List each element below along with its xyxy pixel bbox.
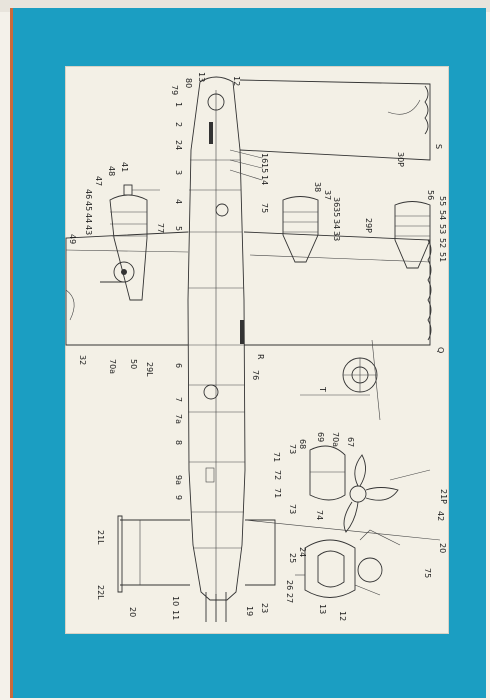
callout-c22l: 22L — [96, 585, 105, 600]
callout-c35: 35 — [332, 207, 341, 217]
callout-c3: 3 — [174, 170, 183, 175]
callout-cS: S — [434, 144, 443, 149]
main-wheel — [342, 339, 381, 421]
callout-c13b: 13 — [318, 604, 327, 614]
callout-c70b: 70a — [331, 432, 340, 447]
guide-lines — [229, 149, 441, 541]
callout-c26: 26 — [285, 580, 294, 590]
callout-c19: 19 — [245, 606, 254, 616]
callout-c12: 12 — [232, 76, 241, 86]
callout-c70a: 70a — [108, 359, 117, 374]
callout-c6: 6 — [174, 363, 183, 368]
callout-c25: 25 — [288, 553, 297, 563]
starboard-engine-outer — [394, 201, 431, 269]
callout-c53: 53 — [438, 224, 447, 234]
callout-c21l: 21L — [96, 530, 105, 545]
callout-c36: 36 — [332, 197, 341, 207]
callout-c68: 68 — [298, 439, 307, 449]
callout-c75a: 75 — [260, 203, 269, 213]
drawing-sheet — [65, 66, 449, 634]
callout-c37: 37 — [323, 190, 332, 200]
starboard-wing — [243, 231, 432, 346]
callout-labels: 1213807912241615143457577414847464544434… — [68, 72, 448, 621]
callout-c11: 11 — [171, 610, 180, 620]
callout-c49: 49 — [68, 234, 77, 244]
callout-c24a: 24 — [174, 140, 183, 150]
callout-c24b: 24 — [298, 547, 307, 557]
callout-c9a: 9a — [174, 475, 183, 485]
callout-c54: 54 — [438, 210, 447, 220]
callout-c73b: 73 — [288, 504, 297, 514]
callout-c10: 10 — [171, 596, 180, 606]
callout-cT: T — [318, 386, 327, 392]
callout-c27: 27 — [285, 593, 294, 603]
callout-c1: 1 — [174, 102, 183, 107]
callout-c23: 23 — [260, 603, 269, 613]
callout-c71a: 71 — [272, 452, 281, 462]
callout-c42: 42 — [436, 511, 445, 521]
callout-c46: 46 — [84, 189, 93, 199]
callout-c33: 33 — [332, 231, 341, 241]
callout-c29p: 29P — [364, 218, 373, 233]
callout-c32: 32 — [78, 355, 87, 365]
callout-c4: 4 — [174, 199, 183, 204]
callout-c67: 67 — [346, 437, 355, 447]
starboard-engine-inner — [282, 196, 319, 263]
callout-c20a: 20 — [438, 543, 447, 553]
propeller — [309, 445, 431, 533]
callout-c75b: 75 — [423, 568, 432, 578]
callout-c12b: 12 — [338, 611, 347, 621]
port-wing — [65, 231, 189, 346]
callout-c34: 34 — [332, 219, 341, 229]
callout-c52: 52 — [438, 238, 447, 248]
callout-c50: 50 — [129, 359, 138, 369]
callout-c38: 38 — [313, 182, 322, 192]
callout-c74: 74 — [315, 510, 324, 520]
fuselage — [187, 76, 246, 622]
turret-detail — [295, 529, 401, 598]
callout-c80: 80 — [184, 78, 193, 88]
callout-c2: 2 — [174, 122, 183, 127]
callout-c8: 8 — [174, 440, 183, 445]
callout-c14: 14 — [260, 175, 269, 185]
callout-c69: 69 — [316, 432, 325, 442]
callout-c20b: 20 — [128, 607, 137, 617]
callout-c5: 5 — [174, 226, 183, 231]
callout-c71b: 71 — [273, 488, 282, 498]
callout-c51: 51 — [438, 252, 447, 262]
callout-c44: 44 — [84, 213, 93, 223]
callout-c13a: 13 — [197, 72, 206, 82]
callout-c77: 77 — [156, 223, 165, 233]
callout-c48: 48 — [107, 166, 116, 176]
callout-c43: 43 — [84, 225, 93, 235]
callout-c7a: 7a — [174, 414, 183, 424]
callout-c9: 9 — [174, 495, 183, 500]
stabilizer-top — [239, 79, 431, 161]
callout-c41: 41 — [120, 162, 129, 172]
callout-c29l: 29L — [145, 362, 154, 377]
port-engine — [100, 184, 160, 301]
tail-section — [117, 515, 276, 593]
callout-c21p: 21P — [439, 489, 448, 504]
callout-c72: 72 — [273, 470, 282, 480]
callout-c16: 16 — [260, 153, 269, 163]
callout-c47: 47 — [94, 176, 103, 186]
callout-c15: 15 — [260, 163, 269, 173]
callout-c45: 45 — [84, 201, 93, 211]
callout-c76: 76 — [251, 370, 260, 380]
callout-c55: 55 — [438, 196, 447, 206]
callout-cQ: Q — [436, 347, 445, 353]
callout-cR: R — [256, 354, 265, 360]
callout-c30p: 30P — [396, 152, 405, 167]
callout-c73a: 73 — [288, 444, 297, 454]
callout-c7: 7 — [174, 397, 183, 402]
callout-c56: 56 — [426, 190, 435, 200]
callout-c79: 79 — [170, 85, 179, 95]
